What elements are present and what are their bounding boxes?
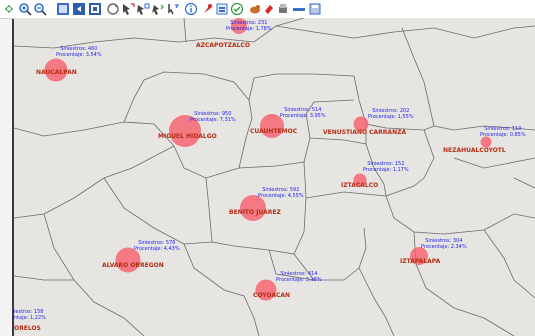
stat-label-coyoacan: Siniestros: 414 Procentaje: 3,18% [276, 271, 322, 283]
district-marker-cuauhtemoc[interactable] [260, 114, 284, 138]
district-marker-miguel-hidalgo[interactable] [169, 115, 201, 147]
stat-label-cuauhtemoc: Siniestros: 514 Procentaje: 3,95% [280, 107, 326, 119]
pan-icon[interactable] [2, 2, 16, 16]
stat-label-iztacalco: Siniestros: 152 Procentaje: 1,17% [363, 161, 409, 173]
district-name-naucalpan: NAUCALPAN [36, 69, 77, 76]
pin-icon[interactable] [200, 2, 214, 16]
siniestros-text: Siniestros: 414 [280, 271, 318, 277]
district-marker-nezahualcoyotl[interactable] [480, 136, 492, 148]
porcentaje-text: Procentaje: 4,55% [258, 193, 304, 199]
district-marker-iztapalapa[interactable] [410, 247, 428, 265]
refresh-icon[interactable] [106, 2, 120, 16]
district-marker-coyoacan[interactable] [255, 279, 277, 301]
info-icon[interactable] [184, 2, 198, 16]
siniestros-text: Siniestros: 592 [262, 187, 300, 193]
porcentaje-text: Procentaje: 1,78% [226, 26, 272, 32]
district-boundaries [14, 18, 535, 336]
siniestros-text: Siniestros: 950 [194, 111, 232, 117]
porcentaje-text: Procentaje: 0,85% [480, 132, 526, 138]
porcentaje-text: Procentaje: 7,31% [190, 117, 236, 123]
measure-icon[interactable] [292, 2, 306, 16]
porcentaje-text: Procentaje: 3,95% [280, 113, 326, 119]
stat-label-venustiano-carranza: Siniestros: 202 Procentaje: 1,55% [368, 108, 414, 120]
district-name-venustiano-carranza: VENUSTIANO CARRANZA [323, 129, 407, 136]
stat-label-morelos: iestros: 158 ntaje: 1,22% [14, 309, 46, 321]
query-icon[interactable] [151, 2, 165, 16]
siniestros-text: Siniestros: 110 [484, 126, 522, 132]
district-name-iztacalco: IZTACALCO [341, 182, 379, 189]
porcentaje-text: Procentaje: 3,18% [276, 277, 322, 283]
siniestros-text: Siniestros: 231 [230, 20, 268, 26]
district-name-benito-juarez: BENITO JUAREZ [229, 209, 281, 216]
map-toolbar [0, 0, 535, 19]
siniestros-text: Siniestros: 202 [372, 108, 410, 114]
district-name-nezahualcoyotl: NEZAHUALCOYOTL [443, 147, 506, 154]
porcentaje-text: Procentaje: 1,55% [368, 114, 414, 120]
district-name-coyoacan: COYOACAN [253, 292, 291, 299]
porcentaje-text: Procentaje: 2,34% [421, 244, 467, 250]
district-name-azcapotzalco: AZCAPOTZALCO [196, 42, 250, 49]
stat-label-miguel-hidalgo: Siniestros: 950 Procentaje: 7,31% [190, 111, 236, 123]
stat-label-benito-juarez: Siniestros: 592 Procentaje: 4,55% [258, 187, 304, 199]
zoom-out-icon[interactable] [33, 2, 47, 16]
stat-label-iztapalapa: Siniestros: 304 Procentaje: 2,34% [421, 238, 467, 250]
porcentaje-text: Procentaje: 3,54% [56, 52, 102, 58]
frame-border [12, 16, 14, 336]
district-marker-naucalpan[interactable] [44, 58, 68, 82]
save-icon[interactable] [308, 2, 322, 16]
layer-icon[interactable] [215, 2, 229, 16]
full-extent-icon[interactable] [56, 2, 70, 16]
select-feature-icon[interactable] [121, 2, 135, 16]
siniestros-text: Siniestros: 576 [138, 240, 176, 246]
select-area-icon[interactable] [136, 2, 150, 16]
siniestros-text: Siniestros: 304 [425, 238, 463, 244]
siniestros-text: iestros: 158 [14, 309, 44, 315]
identify-icon[interactable] [166, 2, 180, 16]
district-marker-benito-juarez[interactable] [240, 195, 266, 221]
stat-label-alvaro-obregon: Siniestros: 576 Procentaje: 4,43% [134, 240, 180, 252]
previous-extent-icon[interactable] [72, 2, 86, 16]
district-marker-venustiano-carranza[interactable] [353, 116, 369, 132]
check-icon[interactable] [230, 2, 244, 16]
stat-label-nezahualcoyotl: Siniestros: 110 Procentaje: 0,85% [480, 126, 526, 138]
zoom-in-icon[interactable] [18, 2, 32, 16]
siniestros-text: Siniestros: 152 [367, 161, 405, 167]
porcentaje-text: Procentaje: 1,17% [363, 167, 409, 173]
porcentaje-text: ntaje: 1,22% [14, 315, 46, 321]
district-name-alvaro-obregon: ALVARO OBREGON [102, 262, 164, 269]
stat-label-naucalpan: Siniestros: 460 Procentaje: 3,54% [56, 46, 102, 58]
district-name-miguel-hidalgo: MIGUEL HIDALGO [158, 133, 217, 140]
district-marker-iztacalco[interactable] [353, 173, 367, 187]
print-icon[interactable] [276, 2, 290, 16]
erase-icon[interactable] [262, 2, 276, 16]
porcentaje-text: Procentaje: 4,43% [134, 246, 180, 252]
stat-label-azcapotzalco: Siniestros: 231 Procentaje: 1,78% [226, 20, 272, 32]
district-name-iztapalapa: IZTAPALAPA [400, 258, 441, 265]
siniestros-text: Siniestros: 460 [60, 46, 98, 52]
hand-icon[interactable] [248, 2, 262, 16]
district-name-cuauhtemoc: CUAUHTEMOC [250, 128, 298, 135]
district-marker-alvaro-obregon[interactable] [115, 247, 141, 273]
district-marker-azcapotzalco[interactable] [231, 18, 247, 34]
siniestros-text: Siniestros: 514 [284, 107, 322, 113]
map-canvas[interactable]: Siniestros: 231 Procentaje: 1,78% Sinies… [14, 18, 535, 336]
district-name-morelos: ORELOS [14, 325, 41, 332]
window-left-frame [0, 0, 14, 336]
next-extent-icon[interactable] [88, 2, 102, 16]
